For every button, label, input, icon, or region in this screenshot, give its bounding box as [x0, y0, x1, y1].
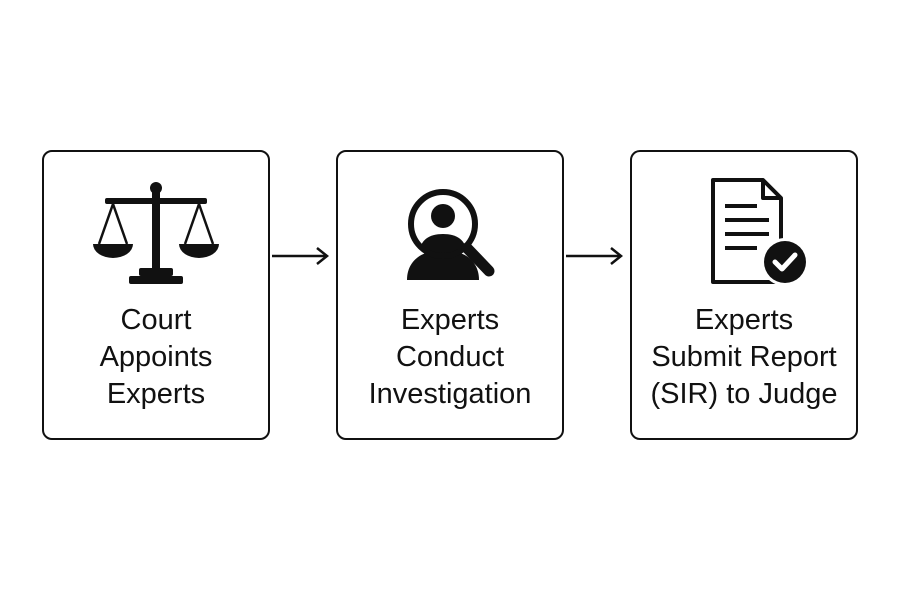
step-experts-conduct-investigation: Experts Conduct Investigation [336, 150, 564, 440]
arrow-right-icon [566, 247, 624, 265]
step-court-appoints-experts: Court Appoints Experts [42, 150, 270, 440]
step-label: Court Appoints Experts [50, 302, 262, 413]
step-experts-submit-report: Experts Submit Report (SIR) to Judge [630, 150, 858, 440]
step-label-line: Appoints [99, 341, 213, 373]
arrow-right-icon [272, 247, 330, 265]
document-check-icon [711, 178, 809, 286]
step-label-line: Investigation [368, 378, 532, 410]
step-label-line: Conduct [395, 341, 504, 373]
scales-of-justice-icon [93, 182, 219, 284]
step-label-line: Experts [400, 304, 500, 336]
step-label-line: Court [120, 304, 192, 336]
step-label: Experts Conduct Investigation [344, 302, 556, 413]
step-label-line: (SIR) to Judge [650, 378, 838, 410]
step-label: Experts Submit Report (SIR) to Judge [638, 302, 850, 413]
step-label-line: Submit Report [651, 341, 837, 373]
step-label-line: Experts [106, 378, 206, 410]
magnifier-person-icon [407, 189, 495, 280]
step-label-line: Experts [694, 304, 794, 336]
